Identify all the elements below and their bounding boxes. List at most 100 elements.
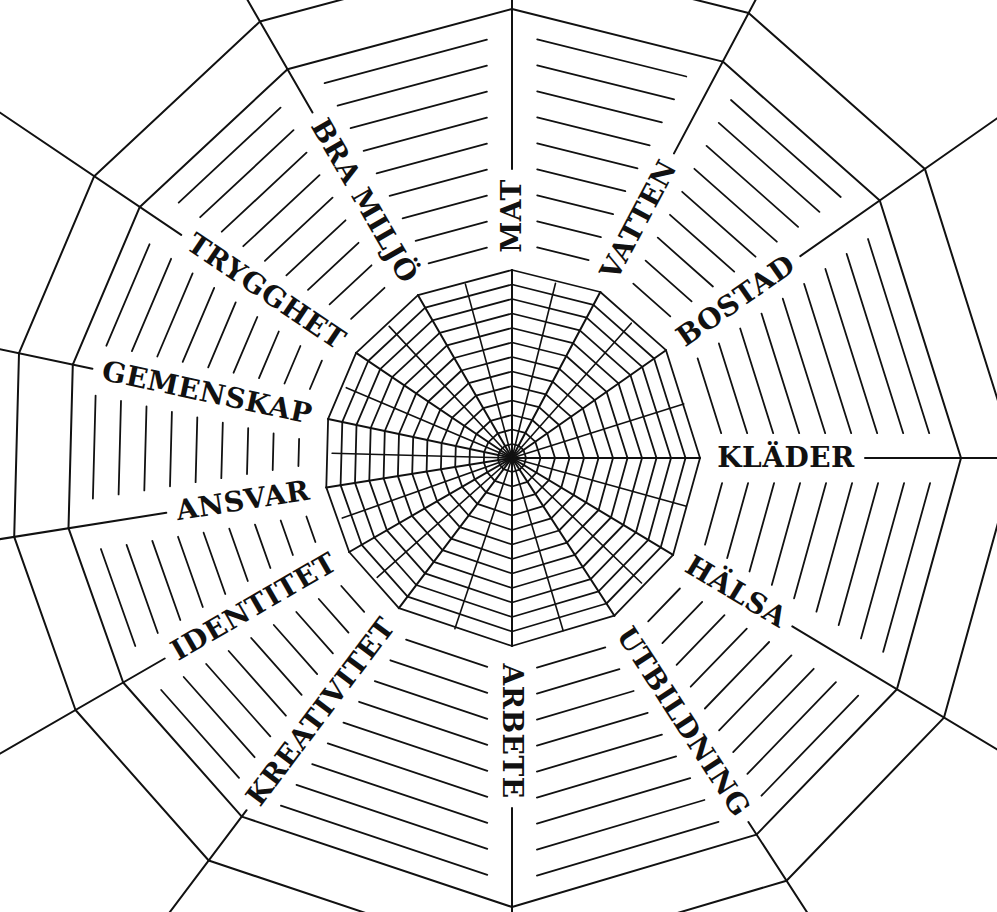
web-thread [537,39,686,76]
web-thread [403,196,487,219]
web-thread [512,604,607,632]
web-thread [537,756,676,797]
web-thread [748,822,997,912]
web-thread [184,677,255,757]
web-thread [694,169,776,242]
need-word: ARBETE [496,663,528,798]
web-thread [619,383,643,458]
web-thread [412,437,413,474]
web-thread [265,198,333,261]
web-thread [94,22,260,177]
web-thread [359,702,487,745]
web-thread [69,528,124,682]
web-thread [477,504,512,516]
web-thread [512,357,559,369]
web-thread [666,350,700,458]
web-thread [369,481,387,531]
web-thread [429,248,487,264]
web-thread [14,353,19,537]
web-thread [483,401,512,409]
web-thread [286,220,345,275]
web-thread [243,175,319,246]
web-thread [355,483,374,538]
web-thread [559,425,569,458]
web-thread [178,537,203,607]
need-word: TRYGGHET [181,227,351,356]
web-thread [723,62,880,201]
web-thread [705,483,722,545]
web-thread [408,597,512,632]
web-thread [648,589,680,622]
web-thread [443,550,513,573]
web-thread [484,463,487,473]
web-thread [512,482,528,487]
web-thread [537,691,634,720]
web-thread [747,682,836,774]
web-thread [847,254,904,433]
web-thread [512,881,787,912]
web-thread [944,458,997,718]
web-thread [520,465,524,470]
web-thread [374,538,416,586]
web-thread [670,215,734,272]
web-thread [426,440,429,472]
web-thread [567,510,599,543]
web-thread [536,458,540,473]
web-thread [440,314,512,333]
web-thread [865,457,997,459]
web-thread [288,9,513,69]
web-thread [455,467,462,487]
web-thread [512,518,551,530]
web-thread [512,270,600,292]
web-thread [144,406,146,490]
web-thread [512,323,631,458]
need-word: GEMENSKAP [99,355,315,431]
web-thread [512,430,525,433]
web-thread [106,244,149,345]
web-thread [537,669,620,693]
web-thread [630,375,656,458]
web-thread [170,412,172,487]
web-thread [326,419,328,488]
web-thread [599,458,613,510]
web-thread [512,314,580,331]
web-thread [883,483,930,652]
web-thread [719,343,747,433]
web-thread [487,472,495,481]
web-thread [642,367,671,458]
web-thread [425,573,512,602]
web-thread [512,835,757,907]
web-thread [369,428,370,481]
web-thread [925,169,997,458]
web-thread [512,372,553,382]
web-thread [69,365,73,529]
web-thread [183,288,215,362]
web-thread [416,358,454,393]
web-thread [537,221,601,237]
web-thread [787,718,945,881]
web-thread [897,458,961,689]
web-thread [561,458,569,488]
web-thread [861,483,904,638]
web-thread [537,822,719,876]
web-thread [512,9,723,62]
web-thread [691,629,747,687]
web-thread [19,176,94,353]
web-thread [535,442,540,458]
web-thread [750,483,775,571]
web-thread [450,494,469,516]
web-thread [512,579,591,602]
web-thread [571,417,584,458]
web-thread [328,353,356,419]
web-thread [599,540,649,591]
web-thread [462,357,513,371]
web-thread [222,153,307,232]
web-thread [404,345,447,385]
web-thread [427,472,438,502]
web-thread [559,369,594,400]
web-thread [662,602,702,643]
web-thread [488,433,497,442]
web-thread [512,506,543,515]
web-thread [454,446,456,467]
web-thread [412,516,443,550]
